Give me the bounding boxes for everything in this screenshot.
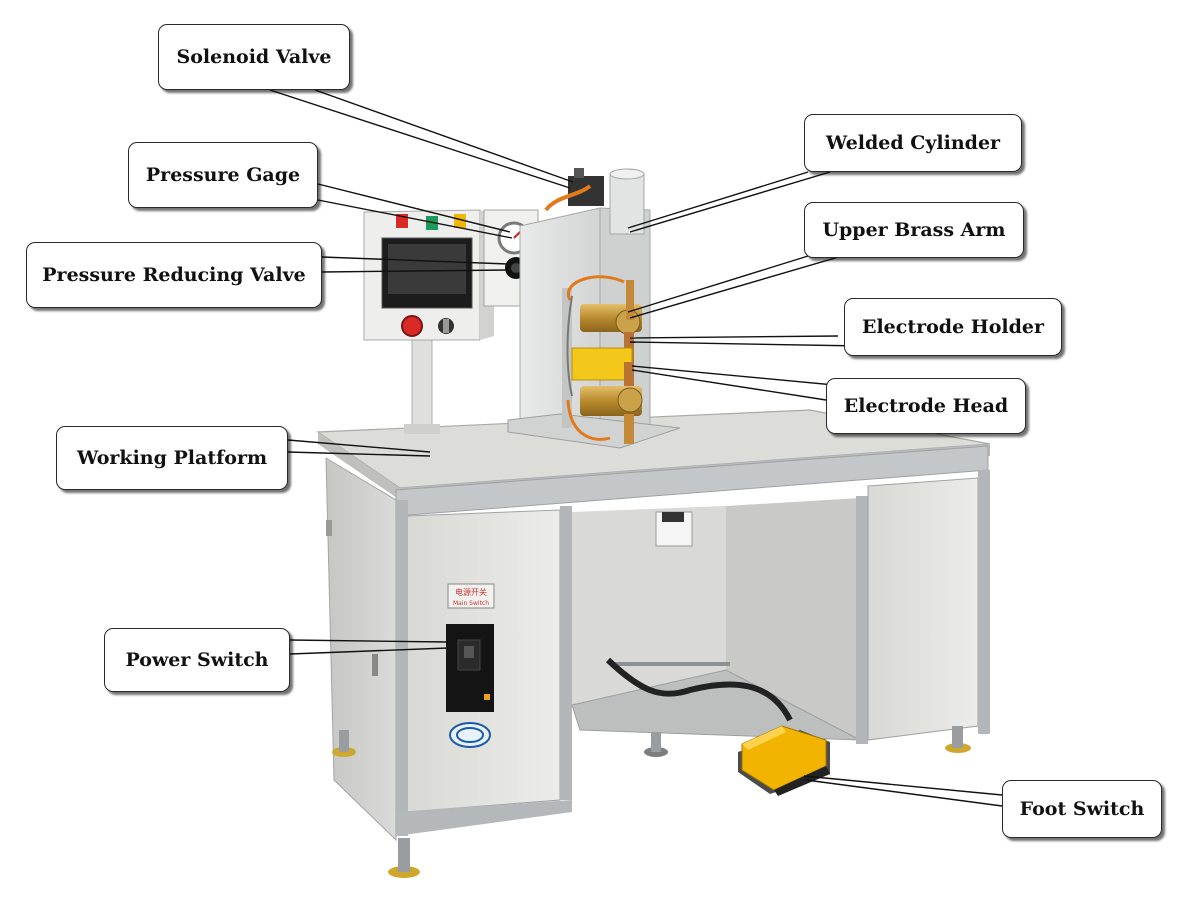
electrode-head	[571, 347, 634, 386]
label-power-switch: Power Switch	[104, 628, 290, 692]
lower-brass-arm	[580, 386, 643, 444]
electrode-holder	[624, 332, 634, 362]
label-welded-cylinder: Welded Cylinder	[804, 114, 1022, 172]
cabinet-frame	[325, 445, 990, 842]
water-hoses	[566, 275, 625, 441]
label-foot-switch: Foot Switch	[1002, 780, 1162, 838]
label-upper-brass-arm: Upper Brass Arm	[804, 202, 1024, 258]
label-solenoid-valve: Solenoid Valve	[158, 24, 350, 90]
label-electrode-head: Electrode Head	[826, 378, 1026, 434]
label-pressure-gage: Pressure Gage	[128, 142, 318, 208]
leader-lines	[269, 89, 1003, 807]
main-switch-cn-label: 电源开关	[455, 587, 487, 597]
label-electrode-holder: Electrode Holder	[844, 298, 1062, 356]
leveling-feet	[332, 726, 971, 878]
foot-switch	[738, 725, 830, 796]
label-working-platform: Working Platform	[56, 426, 288, 490]
main-switch-en-label: Main Switch	[453, 600, 489, 607]
control-panel	[363, 209, 494, 434]
welder-column	[507, 168, 681, 449]
power-switch: 电源开关 Main Switch	[446, 583, 495, 748]
upper-brass-arm	[580, 280, 642, 335]
label-pressure-reducing-valve: Pressure Reducing Valve	[26, 242, 322, 308]
